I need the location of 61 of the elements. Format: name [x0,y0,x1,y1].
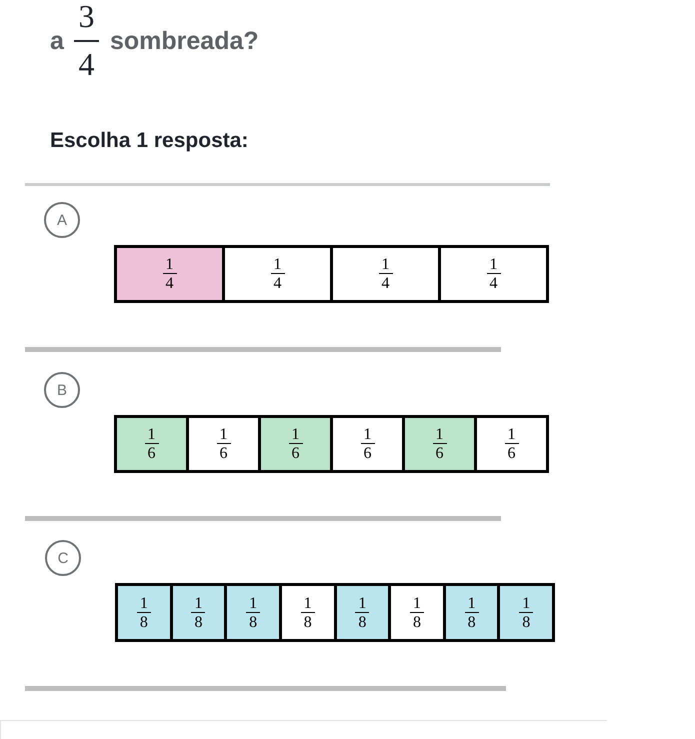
option-circle [44,372,80,408]
fraction-denominator: 4 [274,274,282,291]
option-circle [45,540,81,576]
fraction-numerator: 1 [432,427,446,444]
fraction-cell [186,415,261,473]
fraction-numerator: 1 [464,596,479,612]
fraction-denominator: 6 [364,444,372,461]
fraction-numerator: 1 [410,596,424,612]
fraction-cell [222,245,333,303]
fraction-cell [474,415,549,473]
fraction-denominator: 4 [78,48,96,80]
fraction-numerator: 1 [378,257,392,274]
fraction-denominator: 6 [220,444,228,461]
shaded-fraction-cell [497,583,555,642]
fraction-numerator: 1 [270,257,284,274]
fraction-numerator: 1 [136,596,151,612]
shaded-fraction-cell [114,245,225,303]
instruction-heading: Escolha 1 resposta: [50,130,248,151]
fraction-numerator: 1 [519,596,534,612]
fraction-denominator: 8 [358,612,366,630]
fraction-numerator: 1 [144,427,158,444]
fraction-cell [330,245,441,303]
fraction-denominator: 8 [522,612,530,630]
fraction-denominator: 8 [140,612,148,630]
fraction-denominator: 4 [382,274,390,291]
fraction-denominator: 6 [508,444,516,461]
fraction-denominator: 6 [436,444,444,461]
fraction-denominator: 8 [468,612,476,630]
fraction-denominator: 8 [304,612,312,630]
shaded-fraction-cell [115,583,173,642]
option-letter: C [58,550,68,566]
option-letter: A [56,212,67,228]
shaded-fraction-cell [224,583,282,642]
fraction-denominator: 6 [148,444,156,461]
shaded-fraction-cell [114,415,189,473]
fraction-denominator: 8 [194,612,202,630]
option-letter: B [56,382,67,398]
fraction-denominator: 6 [292,444,300,461]
fraction-numerator: 3 [74,0,99,42]
fraction-numerator: 1 [246,596,260,612]
fraction-numerator: 1 [300,596,315,612]
fraction-cell [388,583,446,642]
fraction-numerator: 1 [162,257,176,274]
fraction-denominator: 8 [412,612,421,630]
fraction-numerator: 1 [486,257,500,274]
fraction-denominator: 4 [490,274,498,291]
fraction-numerator: 1 [191,596,206,612]
fraction-numerator: 1 [504,427,518,444]
question-text: a [50,29,64,54]
fraction-numerator: 1 [216,427,230,444]
fraction-cell [330,415,405,473]
option-circle [44,202,80,238]
fraction-denominator: 8 [249,612,258,630]
fraction-cell [438,245,549,303]
shaded-fraction-cell [258,415,333,473]
fraction-numerator: 1 [288,427,302,444]
question-text: sombreada? [110,29,259,54]
fraction-numerator: 1 [360,427,374,444]
fraction-numerator: 1 [355,596,370,612]
shaded-fraction-cell [402,415,477,473]
fraction-denominator: 4 [166,274,174,291]
